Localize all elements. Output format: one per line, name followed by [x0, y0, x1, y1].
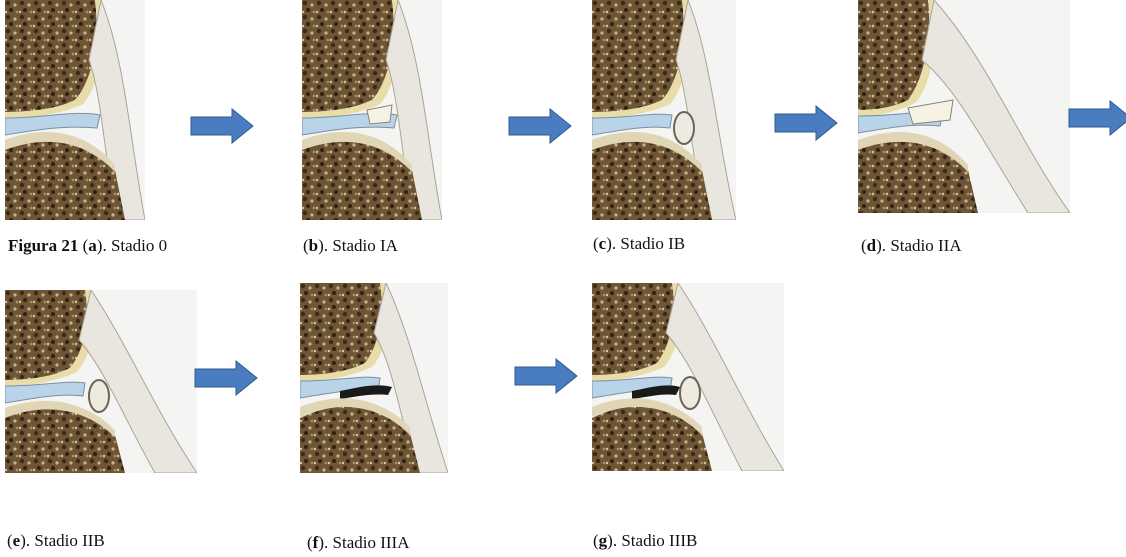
caption-text: Stadio IB [620, 234, 685, 253]
illustration-panel-g [592, 283, 784, 471]
caption-text: Stadio IIIA [333, 533, 410, 552]
illustration-panel-a [5, 0, 145, 220]
right-arrow-icon [514, 358, 578, 394]
illustration-panel-e [5, 290, 197, 473]
right-arrow-icon [194, 360, 258, 396]
caption-c: (c). Stadio IB [593, 234, 685, 254]
caption-a: Figura 21 (a). Stadio 0 [8, 236, 167, 256]
caption-d: (d). Stadio IIA [861, 236, 962, 256]
right-arrow-icon [1068, 100, 1126, 136]
caption-text: Stadio IA [332, 236, 398, 255]
illustration-panel-d [858, 0, 1070, 213]
caption-letter: d [867, 236, 876, 255]
caption-g: (g). Stadio IIIB [593, 531, 697, 551]
caption-f: (f). Stadio IIIA [307, 533, 409, 553]
caption-e: (e). Stadio IIB [7, 531, 105, 551]
illustration-panel-c [592, 0, 736, 220]
caption-letter: g [599, 531, 608, 550]
illustration-panel-f [300, 283, 448, 473]
caption-letter: a [88, 236, 97, 255]
caption-letter: b [309, 236, 318, 255]
caption-text: Stadio 0 [111, 236, 167, 255]
figure-number: Figura 21 [8, 236, 78, 255]
caption-text: Stadio IIB [34, 531, 104, 550]
right-arrow-icon [508, 108, 572, 144]
caption-text: Stadio IIIB [621, 531, 697, 550]
caption-b: (b). Stadio IA [303, 236, 398, 256]
caption-text: Stadio IIA [890, 236, 961, 255]
illustration-panel-b [302, 0, 442, 220]
right-arrow-icon [190, 108, 254, 144]
right-arrow-icon [774, 105, 838, 141]
